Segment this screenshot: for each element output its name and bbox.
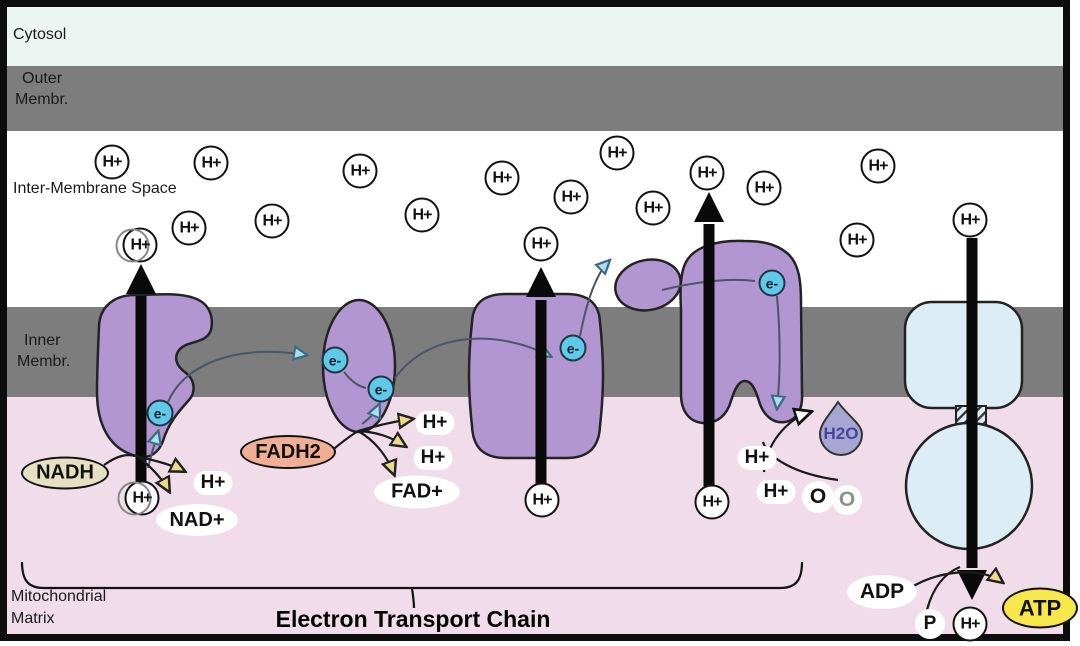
proton-label: H+ (737, 446, 777, 470)
proton-token: H+ (484, 160, 520, 196)
proton-token: H+ (94, 144, 130, 180)
proton-token: H+ (860, 148, 896, 184)
proton-pump-arrows (135, 224, 978, 568)
proton-token: H+ (117, 480, 160, 516)
intermembrane-space-label: Inter-Membrane Space (13, 180, 177, 197)
etc-bracket (20, 561, 804, 609)
cytosol-label: Cytosol (13, 26, 67, 43)
fadh2-molecule: FADH2 (240, 435, 336, 469)
oxygen-atom-2: O (832, 485, 862, 515)
proton-token: H+ (553, 179, 589, 215)
proton-label: H+ (413, 446, 453, 470)
proton-token: H+ (635, 190, 671, 226)
nad-plus-molecule: NAD+ (156, 504, 238, 536)
proton-token: H+ (342, 153, 378, 189)
proton-token: H+ (523, 226, 559, 262)
proton-token: H+ (599, 135, 635, 171)
electron-token: e- (367, 375, 395, 403)
electron-token: e- (146, 399, 174, 427)
adp-molecule: ADP (847, 575, 917, 609)
phosphate-molecule: P (915, 609, 945, 639)
proton-token: H+ (746, 170, 782, 206)
proton-token: H+ (404, 197, 440, 233)
proton-token: H+ (115, 227, 158, 263)
water-droplet (818, 400, 864, 456)
proton-label: H+ (415, 411, 455, 435)
proton-token: H+ (171, 210, 207, 246)
cytosol-band (7, 7, 1063, 66)
outer-membrane-band (7, 66, 1063, 131)
proton-token: H+ (689, 155, 725, 191)
water-label: H2O (823, 424, 859, 443)
proton-token: H+ (839, 222, 875, 258)
matrix-label: Mitochondrial Matrix (11, 588, 107, 627)
proton-token: H+ (952, 606, 988, 642)
proton-label: H+ (193, 471, 233, 495)
electron-path (148, 261, 780, 469)
proton-token: H+ (952, 202, 988, 238)
oxygen-atom-1: O (802, 481, 834, 513)
proton-pump-arrowheads (126, 192, 987, 600)
proton-token: H+ (254, 203, 290, 239)
proton-token: H+ (193, 145, 229, 181)
fad-plus-molecule: FAD+ (374, 475, 460, 509)
proton-token-shadow (115, 228, 150, 263)
electron-token: e- (758, 269, 786, 297)
complex-1 (95, 293, 213, 459)
inner-membrane-label: Inner Membr. (17, 332, 71, 370)
atp-synthase-head (903, 300, 1024, 410)
proton-token: H+ (524, 482, 560, 518)
atp-molecule: ATP (1002, 587, 1078, 629)
electron-token: e- (559, 334, 587, 362)
proton-token: H+ (694, 484, 730, 520)
outer-membrane-label: Outer Membr. (15, 70, 69, 108)
complex-4 (679, 239, 804, 425)
complex-4-knob (614, 258, 682, 312)
nadh-molecule: NADH (21, 456, 109, 490)
proton-token-shadow (117, 481, 152, 516)
electron-token: e- (321, 346, 349, 374)
proton-label: H+ (756, 480, 796, 504)
page-title: Electron Transport Chain (275, 606, 551, 632)
